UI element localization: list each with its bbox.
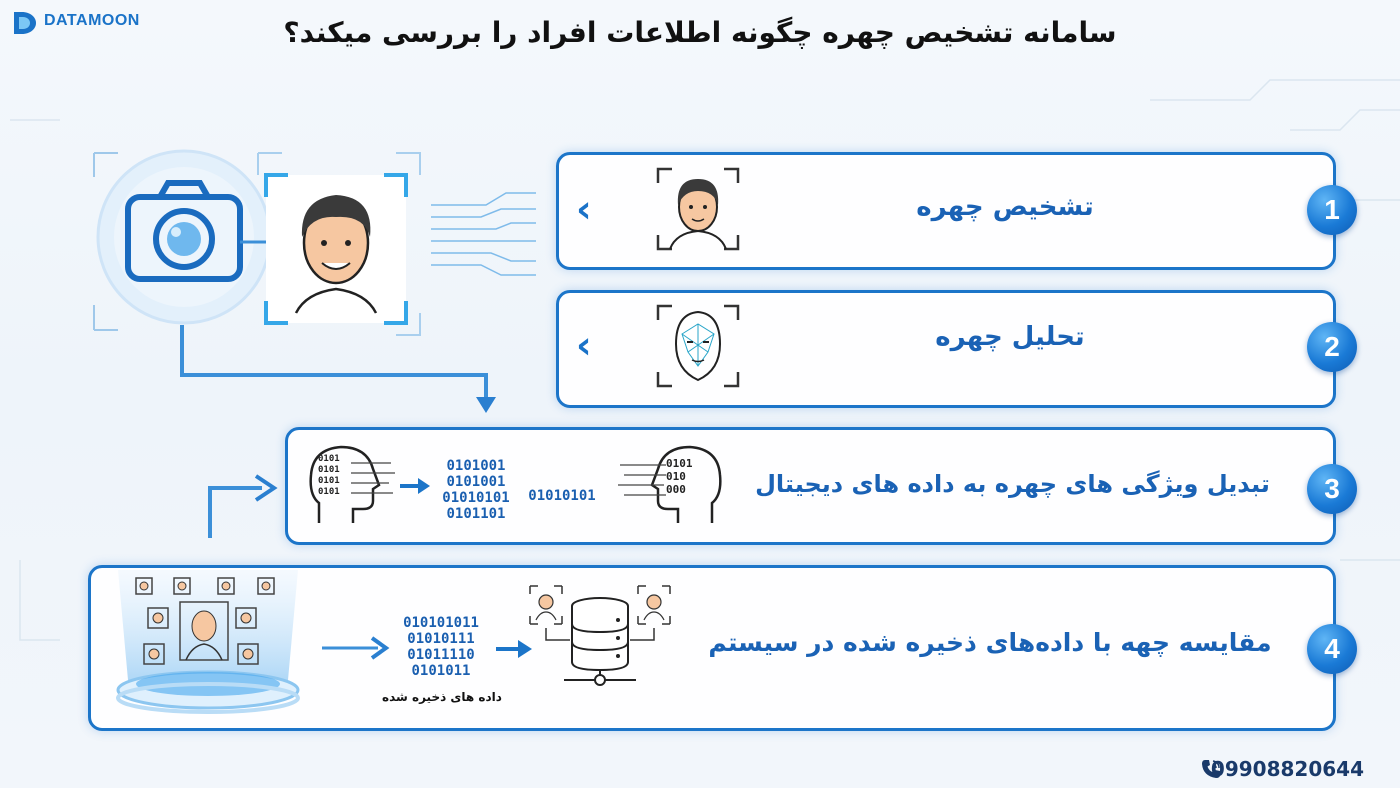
face-mesh-icon bbox=[656, 304, 740, 388]
step-3-number: 3 bbox=[1307, 464, 1357, 514]
brand-name: DATAMOON bbox=[44, 12, 140, 29]
arrow-right-icon bbox=[496, 640, 532, 658]
camera-capture-illustration bbox=[93, 149, 536, 413]
page-title: سامانه تشخیص چهره چگونه اطلاعات افراد را… bbox=[283, 16, 1117, 49]
step-4-label: مقایسه چهه با داده‌های ذخیره شده در سیست… bbox=[708, 628, 1272, 657]
arrow-right-icon bbox=[400, 478, 430, 494]
stored-data-caption: داده های ذخیره شده bbox=[382, 690, 502, 704]
step-1-number: 1 bbox=[1307, 185, 1357, 235]
step-1-label: تشخیص چهره bbox=[916, 192, 1094, 222]
step-3-label: تبدیل ویژگی های چهره به داده های دیجیتال bbox=[755, 470, 1270, 498]
head-binary-left-icon bbox=[309, 445, 395, 523]
arrow-right-icon bbox=[322, 636, 390, 660]
step-2-label: تحلیل چهره bbox=[935, 322, 1085, 352]
step-4-number: 4 bbox=[1307, 624, 1357, 674]
step-2-number: 2 bbox=[1307, 322, 1357, 372]
chevron-left-icon[interactable]: ‹ bbox=[576, 323, 592, 367]
step-card-3[interactable] bbox=[285, 427, 1336, 545]
database-icon bbox=[529, 585, 671, 686]
datamoon-logo-icon bbox=[14, 12, 36, 34]
step-card-4[interactable] bbox=[88, 565, 1336, 731]
face-frame-icon bbox=[656, 167, 740, 251]
binary-single: 01010101 bbox=[528, 488, 596, 504]
contact-phone[interactable]: 09908820644 bbox=[1210, 757, 1364, 781]
up-right-arrow bbox=[208, 474, 278, 538]
hologram-face-database-icon bbox=[116, 570, 300, 714]
chevron-left-icon[interactable]: ‹ bbox=[576, 187, 592, 231]
phone-icon bbox=[1202, 760, 1220, 778]
head-binary-right-icon bbox=[618, 445, 722, 523]
